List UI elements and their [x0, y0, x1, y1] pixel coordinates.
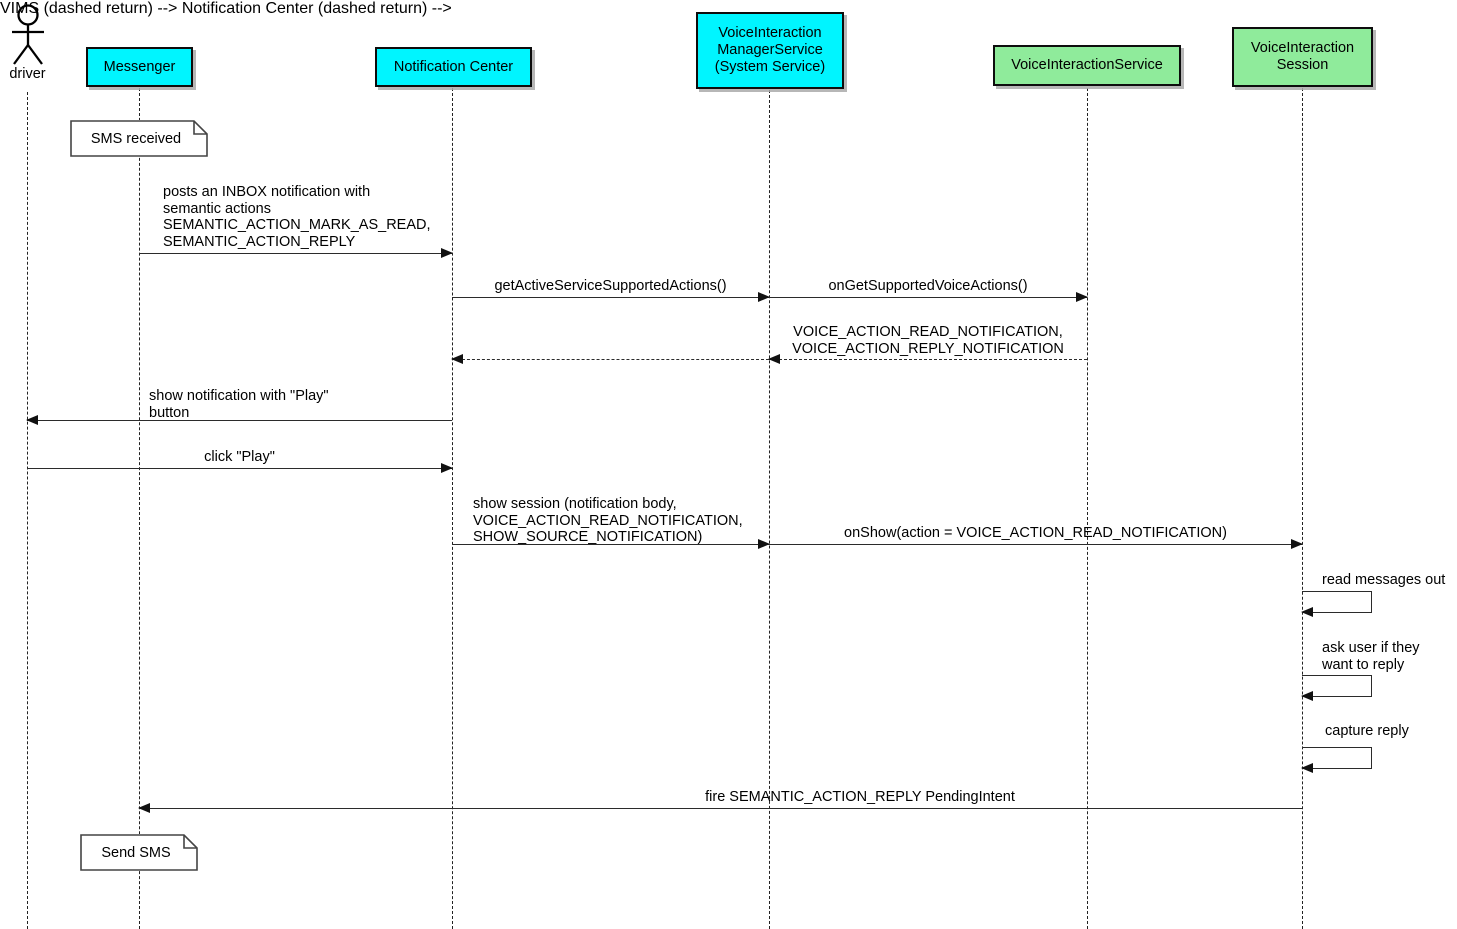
note-sms-received: SMS received — [70, 120, 208, 157]
selfcall-read-messages-out-label: read messages out — [1322, 572, 1446, 588]
message-show-session-label: show session (notification body, VOICE_A… — [473, 496, 743, 545]
selfcall-ask-user-reply[interactable] — [1301, 675, 1372, 701]
message-line — [769, 359, 1087, 360]
selfcall-capture-reply-label: capture reply — [1325, 723, 1409, 739]
selfcall-read-messages-out[interactable] — [1301, 591, 1372, 617]
selfcall-bottom-line — [1302, 612, 1372, 613]
selfcall-capture-reply[interactable] — [1301, 747, 1372, 773]
message-line — [769, 297, 1087, 298]
arrowhead-right-icon — [441, 462, 453, 473]
message-line — [27, 468, 452, 469]
message-click-play-label: click "Play" — [204, 449, 275, 465]
participant-notification-center[interactable]: Notification Center — [375, 47, 532, 87]
message-line — [452, 297, 769, 298]
selfcall-right-line — [1371, 675, 1372, 697]
participant-voiceinteractionservice[interactable]: VoiceInteractionService — [993, 45, 1181, 86]
lifeline-voiceinteractionservice — [1087, 88, 1088, 929]
participant-voiceinteractionmanagerservice[interactable]: VoiceInteraction ManagerService (System … — [696, 12, 844, 89]
message-line — [139, 808, 1302, 809]
participant-voiceinteractionsession-label: VoiceInteraction Session — [1250, 40, 1355, 73]
arrowhead-right-icon — [1291, 538, 1303, 549]
lifeline-voiceinteractionmanagerservice — [769, 90, 770, 929]
message-line — [27, 420, 452, 421]
arrowhead-right-icon — [441, 247, 453, 258]
message-on-show-label: onShow(action = VOICE_ACTION_READ_NOTIFI… — [844, 525, 1227, 541]
message-return-voice-actions-label: VOICE_ACTION_READ_NOTIFICATION, VOICE_AC… — [792, 324, 1064, 357]
note-send-sms: Send SMS — [80, 834, 198, 871]
message-line — [452, 359, 769, 360]
selfcall-right-line — [1371, 591, 1372, 613]
note-send-sms-text: Send SMS — [101, 844, 171, 861]
lifeline-driver — [27, 92, 28, 929]
lifeline-voiceinteractionsession — [1302, 88, 1303, 929]
arrowhead-left-icon — [1301, 606, 1313, 617]
lifeline-notification-center — [452, 88, 453, 929]
message-on-get-supported-voice-actions-label: onGetSupportedVoiceActions() — [828, 278, 1028, 294]
arrowhead-left-icon — [451, 353, 463, 364]
arrowhead-left-icon — [1301, 690, 1313, 701]
selfcall-bottom-line — [1302, 696, 1372, 697]
selfcall-top-line — [1302, 747, 1372, 748]
arrowhead-left-icon — [138, 802, 150, 813]
selfcall-bottom-line — [1302, 768, 1372, 769]
stick-figure-icon — [12, 4, 44, 65]
message-line — [769, 544, 1302, 545]
actor-driver[interactable] — [5, 4, 51, 66]
participant-voiceinteractionmanagerservice-label: VoiceInteraction ManagerService (System … — [714, 25, 826, 75]
actor-driver-label: driver — [9, 66, 46, 82]
selfcall-top-line — [1302, 591, 1372, 592]
arrowhead-left-icon — [768, 353, 780, 364]
message-fire-semantic-action-reply-label: fire SEMANTIC_ACTION_REPLY PendingIntent — [705, 789, 1015, 805]
selfcall-ask-user-reply-label: ask user if they want to reply — [1322, 640, 1420, 673]
selfcall-right-line — [1371, 747, 1372, 769]
arrowhead-right-icon — [1076, 291, 1088, 302]
selfcall-top-line — [1302, 675, 1372, 676]
message-line — [139, 253, 452, 254]
participant-messenger[interactable]: Messenger — [86, 47, 193, 87]
message-show-notification-play-button-label: show notification with "Play" button — [149, 388, 329, 421]
arrowhead-right-icon — [758, 538, 770, 549]
participant-messenger-label: Messenger — [103, 58, 176, 75]
arrowhead-left-icon — [26, 414, 38, 425]
message-post-inbox-notification-label: posts an INBOX notification with semanti… — [163, 184, 431, 250]
arrowhead-right-icon — [758, 291, 770, 302]
message-get-active-service-supported-actions-label: getActiveServiceSupportedActions() — [494, 278, 727, 294]
participant-voiceinteractionsession[interactable]: VoiceInteraction Session — [1232, 27, 1373, 87]
note-sms-received-text: SMS received — [90, 130, 182, 147]
arrowhead-left-icon — [1301, 762, 1313, 773]
participant-voiceinteractionservice-label: VoiceInteractionService — [1011, 57, 1163, 73]
message-line — [452, 544, 769, 545]
lifeline-messenger — [139, 88, 140, 929]
participant-notification-center-label: Notification Center — [393, 58, 514, 75]
